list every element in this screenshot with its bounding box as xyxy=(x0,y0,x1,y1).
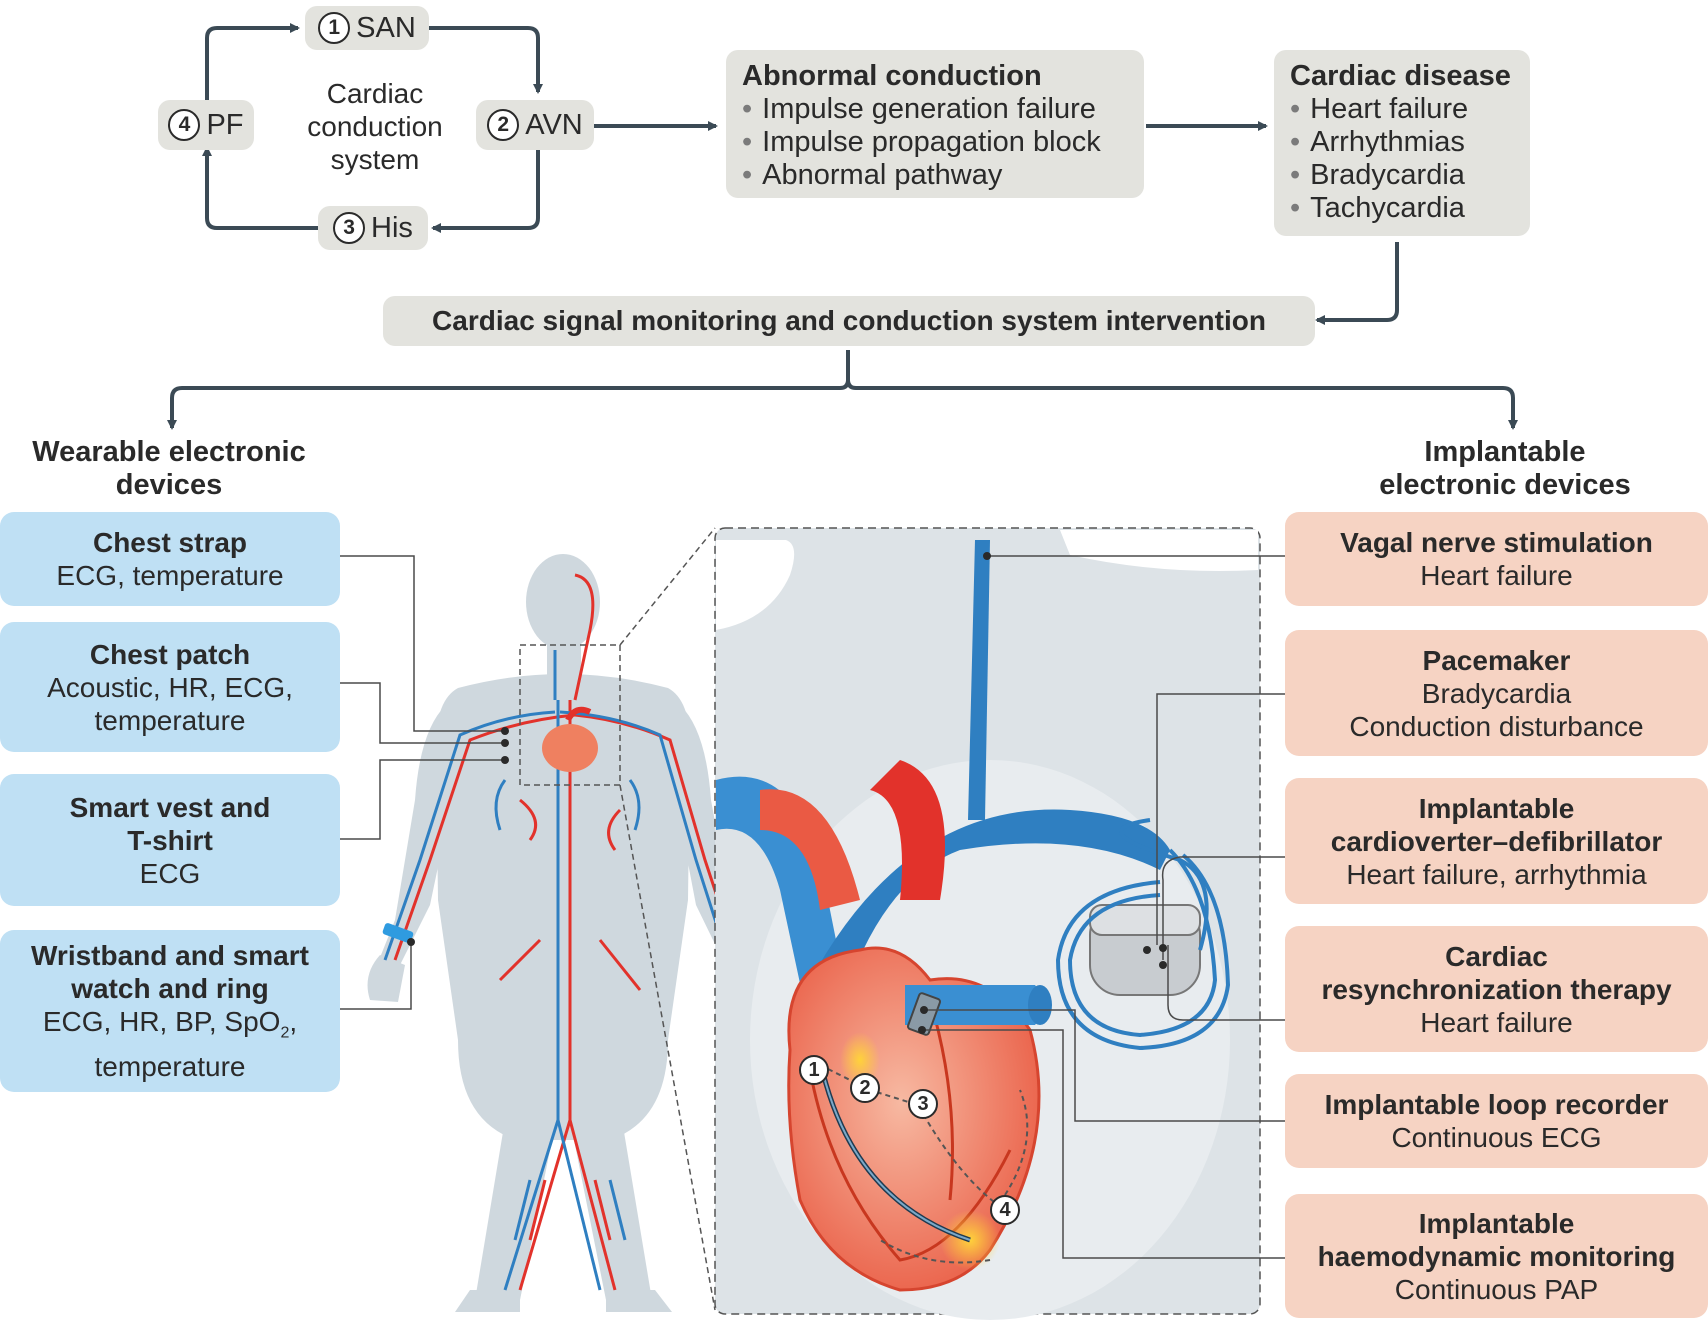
box-detail: Heart failure xyxy=(1420,560,1573,591)
split-bracket xyxy=(167,350,1518,430)
list-item: Bradycardia xyxy=(1290,159,1514,192)
list-item: Abnormal pathway xyxy=(742,159,1128,192)
box-title: watch and ring xyxy=(71,973,269,1005)
box-detail: temperature xyxy=(94,704,246,736)
arrow-pf-to-san xyxy=(205,23,300,108)
cycle-center-label: Cardiac conduction system xyxy=(307,78,443,175)
arrow-his-to-pf xyxy=(202,146,318,230)
box-title: haemodynamic monitoring xyxy=(1317,1240,1676,1272)
wearable-heading: Wearable electronic devices xyxy=(32,436,306,501)
wearable-box-wristband: Wristband and smart watch and ring ECG, … xyxy=(0,930,340,1092)
implantable-heading: Implantable electronic devices xyxy=(1379,436,1631,501)
central-intervention-box: Cardiac signal monitoring and conduction… xyxy=(383,296,1315,346)
list-item: Impulse propagation block xyxy=(742,126,1128,159)
box-title: Implantable xyxy=(1418,1207,1575,1239)
wristband xyxy=(382,923,414,943)
box-title: Chest strap xyxy=(92,527,248,558)
box-detail: ECG, temperature xyxy=(56,560,284,591)
zoom-lines xyxy=(619,527,716,1311)
implant-box-crt: Cardiac resynchronization therapy Heart … xyxy=(1285,926,1708,1052)
cycle-node-pf: 4 PF xyxy=(158,100,254,150)
wearable-box-smart-vest: Smart vest and T-shirt ECG xyxy=(0,774,340,906)
arrow-avn-to-his xyxy=(431,146,540,233)
cycle-node-number: 3 xyxy=(333,212,366,244)
abnormal-conduction-box: Abnormal conduction Impulse generation f… xyxy=(726,50,1144,198)
zoomed-heart-panel xyxy=(714,527,1261,1320)
cycle-node-label: SAN xyxy=(356,11,416,44)
box-detail: Conduction disturbance xyxy=(1349,710,1644,742)
box-detail: Acoustic, HR, ECG, xyxy=(47,671,293,703)
box-title: Wristband and smart xyxy=(31,940,309,972)
cycle-node-number: 1 xyxy=(318,12,351,44)
implantable-leader-lines xyxy=(922,555,1285,1259)
box-title: Implantable xyxy=(1418,792,1575,824)
list-item: Tachycardia xyxy=(1290,192,1514,225)
heart-marker-3: 3 xyxy=(908,1089,938,1119)
flow-arrows xyxy=(594,121,1399,325)
cycle-node-label: His xyxy=(371,211,413,244)
zoom-region xyxy=(519,644,621,786)
cardiac-disease-box: Cardiac disease Heart failure Arrhythmia… xyxy=(1274,50,1530,236)
body-heart xyxy=(542,724,598,772)
box-detail: temperature xyxy=(94,1050,246,1082)
heart-marker-1: 1 xyxy=(799,1055,829,1085)
implant-box-loop-recorder: Implantable loop recorder Continuous ECG xyxy=(1285,1074,1708,1168)
cardiac-disease-title: Cardiac disease xyxy=(1290,60,1511,92)
box-title: Vagal nerve stimulation xyxy=(1340,527,1653,558)
box-title: Cardiac xyxy=(1445,940,1548,972)
box-detail: ECG xyxy=(139,857,201,889)
box-detail: Heart failure xyxy=(1420,1006,1573,1038)
box-detail: Continuous ECG xyxy=(1391,1122,1602,1153)
implant-box-haemodynamic: Implantable haemodynamic monitoring Cont… xyxy=(1285,1194,1708,1318)
heart-marker-2: 2 xyxy=(850,1073,880,1103)
cycle-node-label: PF xyxy=(206,108,244,141)
abnormal-conduction-title: Abnormal conduction xyxy=(742,60,1042,92)
central-intervention-label: Cardiac signal monitoring and conduction… xyxy=(432,305,1266,336)
list-item: Heart failure xyxy=(1290,93,1514,126)
wearable-box-chest-strap: Chest strap ECG, temperature xyxy=(0,512,340,606)
box-detail: Bradycardia xyxy=(1421,677,1572,709)
box-title: cardioverter–defibrillator xyxy=(1330,825,1663,857)
box-title: Pacemaker xyxy=(1422,644,1571,676)
implant-box-icd: Implantable cardioverter–defibrillator H… xyxy=(1285,778,1708,904)
implant-box-pacemaker: Pacemaker Bradycardia Conduction disturb… xyxy=(1285,630,1708,756)
box-detail: Continuous PAP xyxy=(1394,1273,1599,1305)
cycle-node-label: AVN xyxy=(525,108,583,141)
box-title: resynchronization therapy xyxy=(1321,973,1672,1005)
box-title: T-shirt xyxy=(127,824,213,856)
wearable-box-chest-patch: Chest patch Acoustic, HR, ECG, temperatu… xyxy=(0,622,340,752)
conduction-cycle-arrows xyxy=(202,23,543,233)
box-title: Implantable loop recorder xyxy=(1324,1089,1669,1120)
implant-box-vagal-nerve: Vagal nerve stimulation Heart failure xyxy=(1285,512,1708,606)
cycle-node-number: 2 xyxy=(487,109,520,141)
cycle-node-san: 1 SAN xyxy=(305,6,429,50)
cycle-node-avn: 2 AVN xyxy=(476,100,594,150)
list-item: Impulse generation failure xyxy=(742,93,1128,126)
box-title: Chest patch xyxy=(89,638,251,670)
box-detail-line: ECG, HR, BP, SpO2, xyxy=(42,1006,298,1042)
box-detail: Heart failure, arrhythmia xyxy=(1346,858,1647,890)
cycle-node-number: 4 xyxy=(168,109,201,141)
list-item: Arrhythmias xyxy=(1290,126,1514,159)
arrow-san-to-avn xyxy=(428,26,543,94)
human-body-figure xyxy=(367,554,761,1312)
box-title: Smart vest and xyxy=(69,791,271,823)
wearable-leader-lines xyxy=(340,555,505,1010)
heart-marker-4: 4 xyxy=(990,1195,1020,1225)
arrow-disease-to-central xyxy=(1315,242,1399,325)
cycle-node-his: 3 His xyxy=(318,206,428,250)
